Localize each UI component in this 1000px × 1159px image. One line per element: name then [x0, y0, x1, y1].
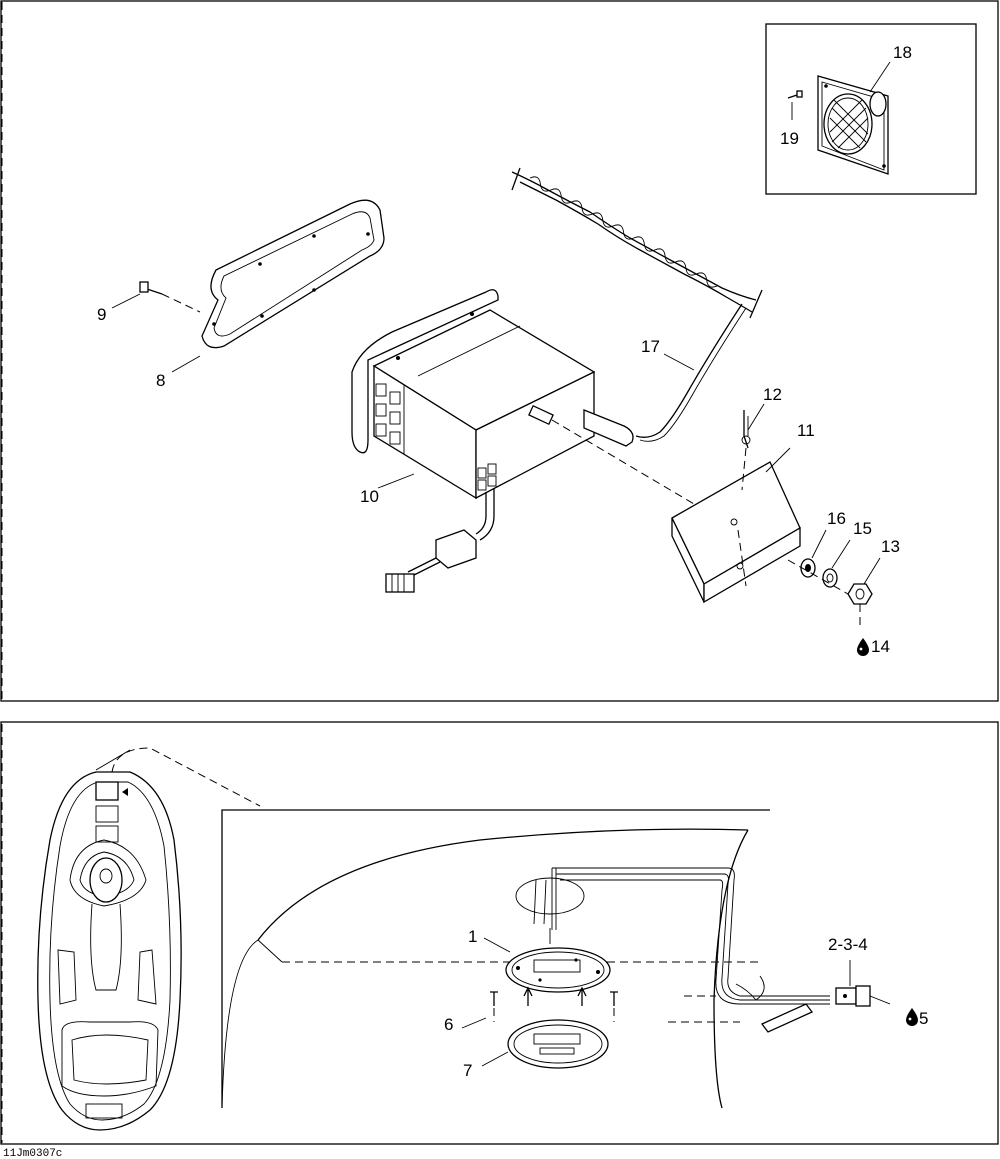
figure-reference: 11Jm0307c — [3, 1148, 62, 1159]
bottom-panel-frame — [0, 721, 999, 1145]
detail-frame — [221, 809, 770, 1108]
lubricant-drop-icon — [906, 1008, 918, 1026]
callout-2-3-4: 2-3-4 — [828, 935, 868, 954]
callout-5: 5 — [919, 1009, 928, 1028]
leader-16 — [811, 529, 827, 559]
watercraft-top-view — [37, 749, 182, 1131]
callout-1: 1 — [468, 927, 477, 946]
leader-8 — [171, 355, 201, 373]
lubricant-drop-icon — [857, 638, 869, 656]
nut-part-13 — [847, 583, 873, 605]
callout-8: 8 — [156, 371, 165, 390]
wire-conduit-part-17: 17 — [511, 167, 763, 442]
leader-18 — [869, 61, 891, 93]
leader-12 — [747, 403, 765, 431]
stud-alignment-line — [551, 419, 739, 531]
callout-13: 13 — [881, 537, 900, 556]
top-panel-frame — [0, 0, 999, 702]
screw-part-19 — [787, 90, 803, 99]
speaker-part-18 — [817, 75, 889, 175]
leader-7 — [481, 1051, 509, 1067]
compartment-highlight — [95, 781, 119, 801]
leader-1 — [483, 937, 511, 953]
connector-part-2-3-4 — [835, 985, 891, 1007]
callout-10: 10 — [360, 487, 379, 506]
callout-12: 12 — [763, 385, 782, 404]
bottom-panel: 2-3-4 5 1 — [0, 721, 999, 1145]
callout-19: 19 — [780, 129, 799, 148]
screw-part-9 — [139, 281, 201, 313]
callout-17: 17 — [641, 337, 660, 356]
washer-part-15 — [822, 568, 838, 588]
washer-part-16 — [800, 558, 816, 578]
leader-17 — [663, 353, 695, 371]
callout-9: 9 — [97, 305, 106, 324]
leader-10 — [377, 473, 415, 489]
callout-7: 7 — [463, 1061, 472, 1080]
screws-part-6 — [490, 991, 618, 1022]
gasket-part-7 — [507, 1019, 609, 1069]
zoom-connector-dashed — [111, 747, 261, 807]
leader-13 — [863, 557, 881, 585]
alignment-arrows — [523, 986, 587, 1006]
top-panel: 18 19 17 — [0, 0, 999, 702]
inset-frame — [765, 23, 977, 195]
bracket-part-11 — [671, 461, 801, 604]
speaker-inset: 18 19 — [765, 23, 977, 195]
callout-6: 6 — [444, 1015, 453, 1034]
callout-18: 18 — [893, 43, 912, 62]
leader-9 — [111, 293, 141, 309]
callout-11: 11 — [797, 421, 815, 440]
callout-15: 15 — [853, 519, 872, 538]
callout-14: 14 — [871, 637, 890, 656]
trim-ring-part-8 — [201, 199, 385, 349]
leader-11 — [765, 447, 791, 473]
mounting-plate-part-1 — [505, 947, 611, 993]
leader-15 — [831, 539, 851, 569]
callout-16: 16 — [827, 509, 846, 528]
detail-view: 2-3-4 5 1 — [221, 809, 928, 1109]
cable-tie-part-12 — [741, 410, 751, 491]
radio-unit-part-10 — [351, 289, 634, 593]
leader-6 — [461, 1017, 487, 1029]
